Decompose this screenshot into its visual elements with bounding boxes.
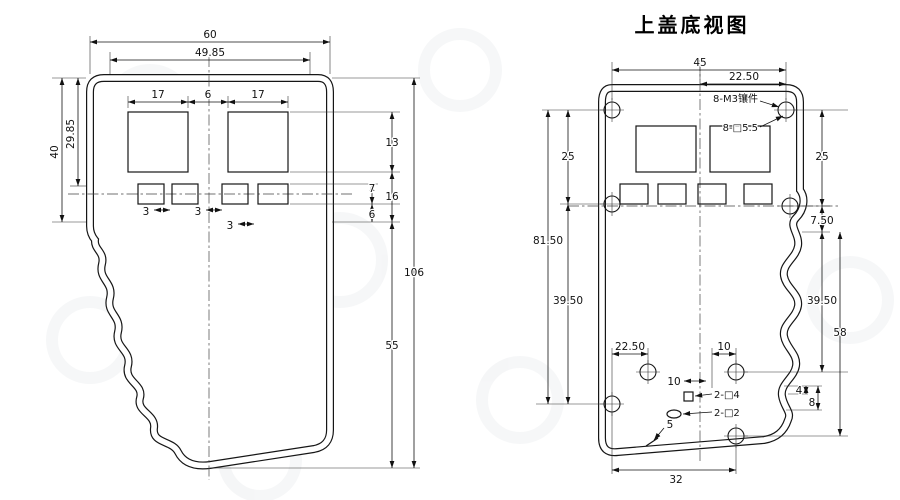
dim-btn-h-7: 7 bbox=[369, 183, 376, 195]
dim-window-left-w: 17 bbox=[151, 89, 164, 101]
leader-2sq4 bbox=[694, 392, 713, 398]
dim-overall-width: 60 bbox=[203, 29, 216, 41]
left-view: 60 49.85 17 6 17 40 29.85 13 16 7 6 106 … bbox=[48, 28, 426, 480]
dim-bot-2250: 22.50 bbox=[615, 341, 645, 353]
dim-8: 8 bbox=[809, 397, 816, 409]
dim-right-25: 25 bbox=[815, 151, 828, 163]
dim-w-2250-top: 22.50 bbox=[729, 71, 759, 83]
dim-right-750: 7.50 bbox=[810, 215, 833, 227]
display-window-right bbox=[227, 111, 289, 173]
dim-right-58: 58 bbox=[833, 327, 846, 339]
dim-window-right-w: 17 bbox=[251, 89, 264, 101]
dim-mid-10: 10 bbox=[667, 376, 680, 388]
dim-bot-10: 10 bbox=[717, 341, 730, 353]
cover-outline-inner bbox=[599, 85, 807, 456]
button-cutout-4 bbox=[257, 183, 289, 205]
cover-body-fill bbox=[602, 88, 804, 453]
button-cutout-2 bbox=[171, 183, 199, 205]
dim-5: 5 bbox=[667, 419, 674, 431]
button-opening-2 bbox=[657, 183, 687, 205]
leader-5 bbox=[653, 427, 665, 441]
dim-left-25: 25 bbox=[561, 151, 574, 163]
button-opening-4 bbox=[743, 183, 773, 205]
leader-2sq2 bbox=[682, 411, 713, 416]
dim-h-6: 6 bbox=[369, 209, 376, 221]
page-title: 上盖底视图 bbox=[635, 13, 750, 37]
button-opening-3 bbox=[697, 183, 727, 205]
square-hole-feature bbox=[683, 391, 694, 402]
window-opening-left bbox=[635, 125, 697, 173]
note-m3-inserts: 8-M3镶件 bbox=[713, 92, 758, 105]
dim-bot-32: 32 bbox=[669, 474, 682, 486]
window-opening-right bbox=[709, 125, 771, 173]
dim-btn-3-2: 3 bbox=[195, 206, 202, 218]
dim-4: 4 bbox=[796, 385, 803, 397]
dim-btn-3-3: 3 bbox=[227, 220, 234, 232]
dim-panel-width: 49.85 bbox=[195, 47, 225, 59]
dim-left-3950: 39.50 bbox=[553, 295, 583, 307]
dim-right-3950: 39.50 bbox=[807, 295, 837, 307]
dim-w-45: 45 bbox=[693, 57, 706, 69]
leader-m3-inserts bbox=[759, 100, 780, 108]
leader-square55 bbox=[759, 115, 784, 128]
dim-h-16: 16 bbox=[385, 191, 399, 203]
dim-height-40: 40 bbox=[49, 145, 61, 158]
note-2sq2: 2-□2 bbox=[714, 408, 740, 419]
enclosure-outline-inner bbox=[87, 75, 333, 469]
button-cutout-3 bbox=[221, 183, 249, 205]
note-2sq4: 2-□4 bbox=[714, 390, 740, 401]
dim-overall-height: 106 bbox=[404, 267, 424, 279]
button-cutout-1 bbox=[137, 183, 165, 205]
dim-height-2985: 29.85 bbox=[65, 119, 77, 149]
dim-btn-3-1: 3 bbox=[143, 206, 150, 218]
dim-grip-height: 55 bbox=[385, 340, 398, 352]
note-square55: 8-□5.5 bbox=[723, 123, 758, 134]
right-view: 上盖底视图 bbox=[532, 13, 848, 487]
small-hole-feature bbox=[666, 409, 682, 419]
enclosure-body-fill bbox=[90, 78, 330, 466]
button-opening-1 bbox=[619, 183, 649, 205]
dim-left-8150: 81.50 bbox=[533, 235, 563, 247]
dim-win-h-13: 13 bbox=[385, 137, 398, 149]
dim-window-gap: 6 bbox=[205, 89, 212, 101]
display-window-left bbox=[127, 111, 189, 173]
